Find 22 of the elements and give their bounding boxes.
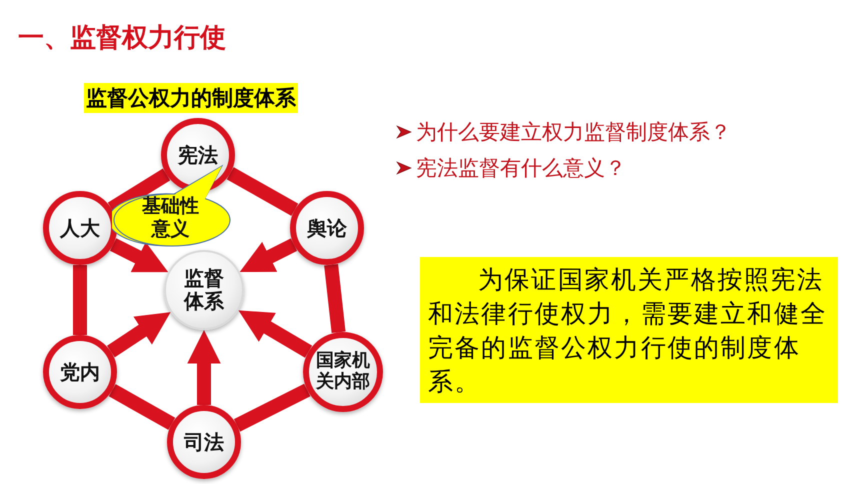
arrow	[238, 310, 312, 358]
circle-node: 国家机关内部	[303, 332, 383, 412]
arrow	[187, 330, 221, 405]
question-text: 为什么要建立权力监督制度体系？	[416, 119, 731, 146]
center-circle: 监督体系	[164, 250, 244, 330]
arrow	[107, 312, 171, 358]
connector-band	[234, 384, 310, 432]
callout-text: 基础性意义	[142, 195, 199, 241]
page-title: 一、监督权力行使	[18, 22, 226, 55]
circle-node: 党内	[43, 335, 117, 409]
circle-node: 司法	[167, 405, 241, 479]
connector-band	[108, 384, 176, 430]
circle-node: 人大	[43, 191, 117, 265]
arrow	[240, 238, 298, 272]
question-text: 宪法监督有什么意义？	[416, 155, 626, 182]
connector-band	[73, 265, 87, 335]
diagram-heading: 监督公权力的制度体系	[84, 83, 298, 113]
arrow	[110, 238, 168, 272]
connector-band	[226, 167, 298, 216]
circle-node: 舆论	[290, 191, 364, 265]
connector-band	[324, 264, 346, 334]
paragraph: 为保证国家机关严格按照宪法和法律行使权力，需要建立和健全完备的监督公权力行使的制度体系。	[428, 264, 828, 398]
